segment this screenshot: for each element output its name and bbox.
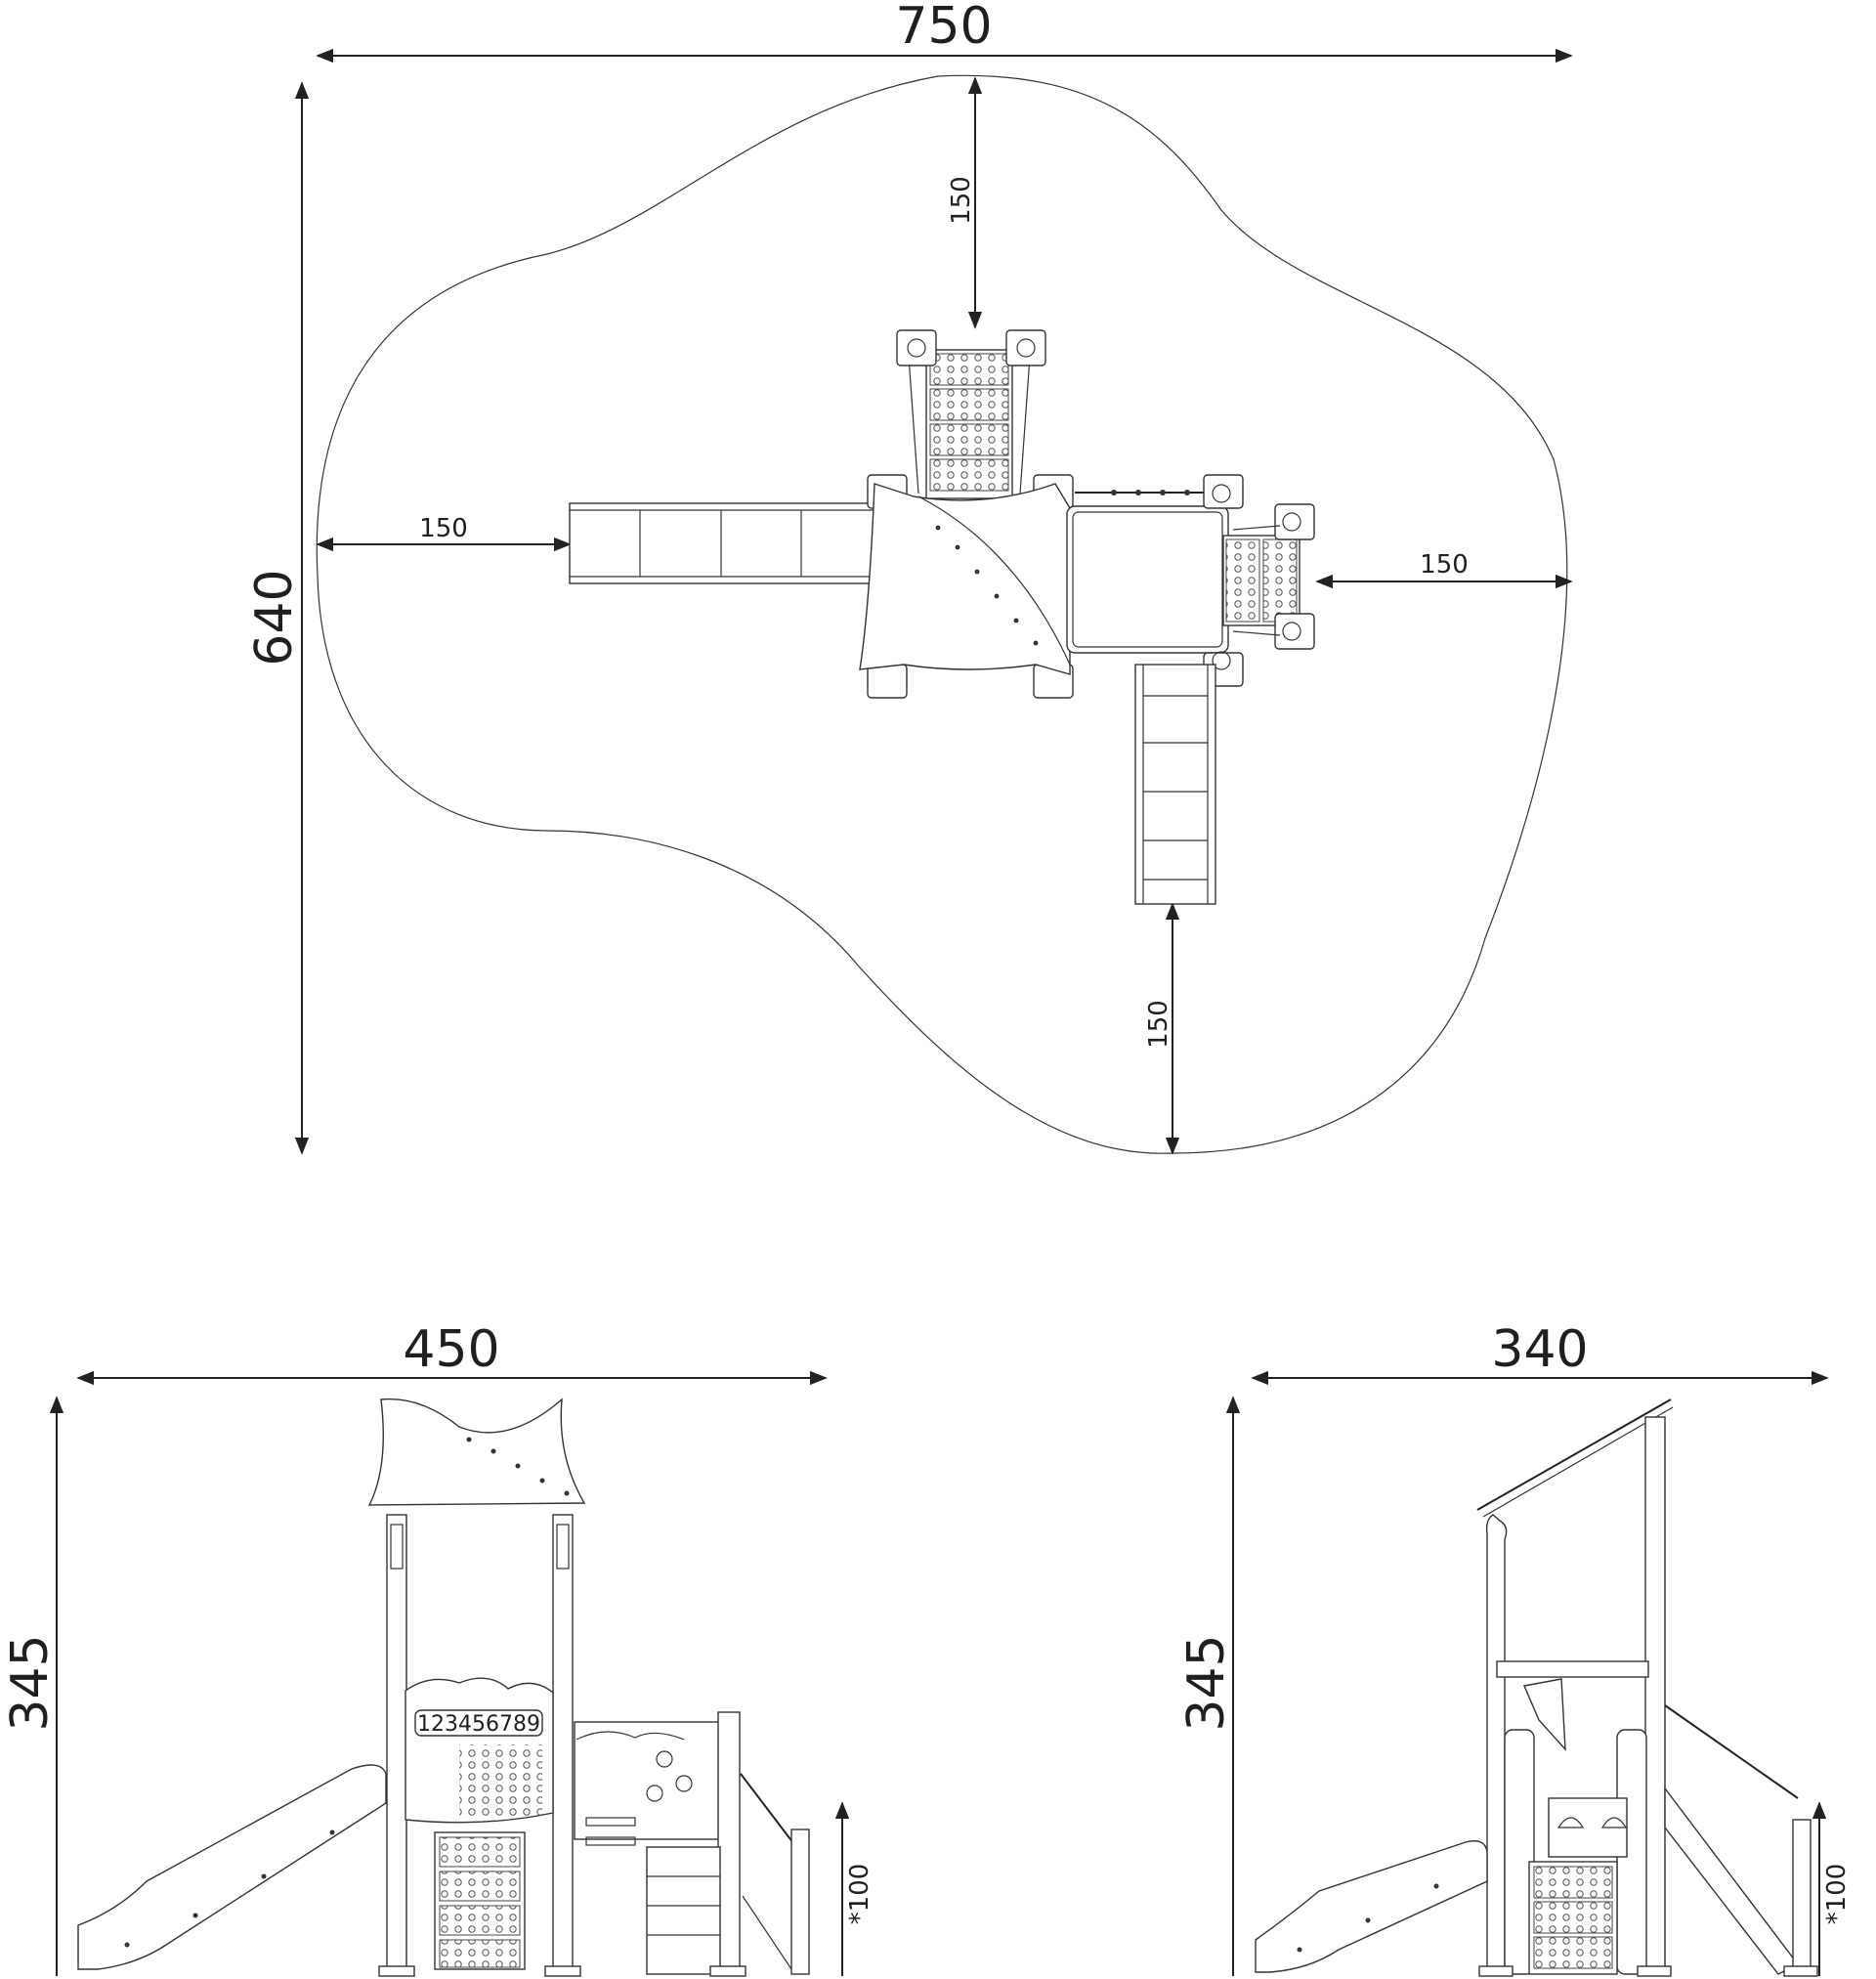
side-height-label: 345 bbox=[1177, 1634, 1236, 1731]
clearance-bottom-label: 150 bbox=[1144, 1000, 1173, 1049]
plan-platform bbox=[1066, 474, 1244, 687]
front-roof bbox=[367, 1398, 586, 1506]
front-platform-label: *100 bbox=[845, 1864, 874, 1925]
plan-slide bbox=[569, 502, 878, 584]
side-climbing-wall bbox=[1528, 1861, 1618, 1975]
side-roof bbox=[1476, 1398, 1672, 1511]
front-climbing-wall bbox=[434, 1831, 526, 1970]
safety-zone-outline bbox=[316, 74, 1568, 1154]
plan-top-ladder bbox=[896, 329, 1046, 499]
number-panel-text: 123456789 bbox=[417, 1712, 540, 1737]
overall-width-label: 750 bbox=[895, 0, 992, 56]
side-platform-label: *100 bbox=[1822, 1864, 1852, 1925]
side-width-label: 340 bbox=[1491, 1320, 1588, 1379]
plan-view: 750 640 150 150 150 150 bbox=[245, 0, 1573, 1155]
front-width-label: 450 bbox=[403, 1320, 499, 1379]
plan-bottom-ramp bbox=[1134, 664, 1216, 905]
clearance-left-label: 150 bbox=[419, 514, 468, 543]
clearance-right-label: 150 bbox=[1420, 550, 1469, 580]
front-view: 450 345 *100 123456789 bbox=[1, 1320, 874, 1977]
side-slide bbox=[1255, 1840, 1488, 1973]
clearance-top-label: 150 bbox=[947, 176, 976, 225]
front-slide bbox=[77, 1764, 387, 1970]
plan-roof-tower bbox=[859, 474, 1074, 699]
side-view: 340 345 *100 bbox=[1177, 1320, 1852, 1977]
plan-right-climber bbox=[1222, 503, 1315, 650]
front-height-label: 345 bbox=[1, 1634, 60, 1731]
overall-depth-label: 640 bbox=[245, 569, 304, 666]
